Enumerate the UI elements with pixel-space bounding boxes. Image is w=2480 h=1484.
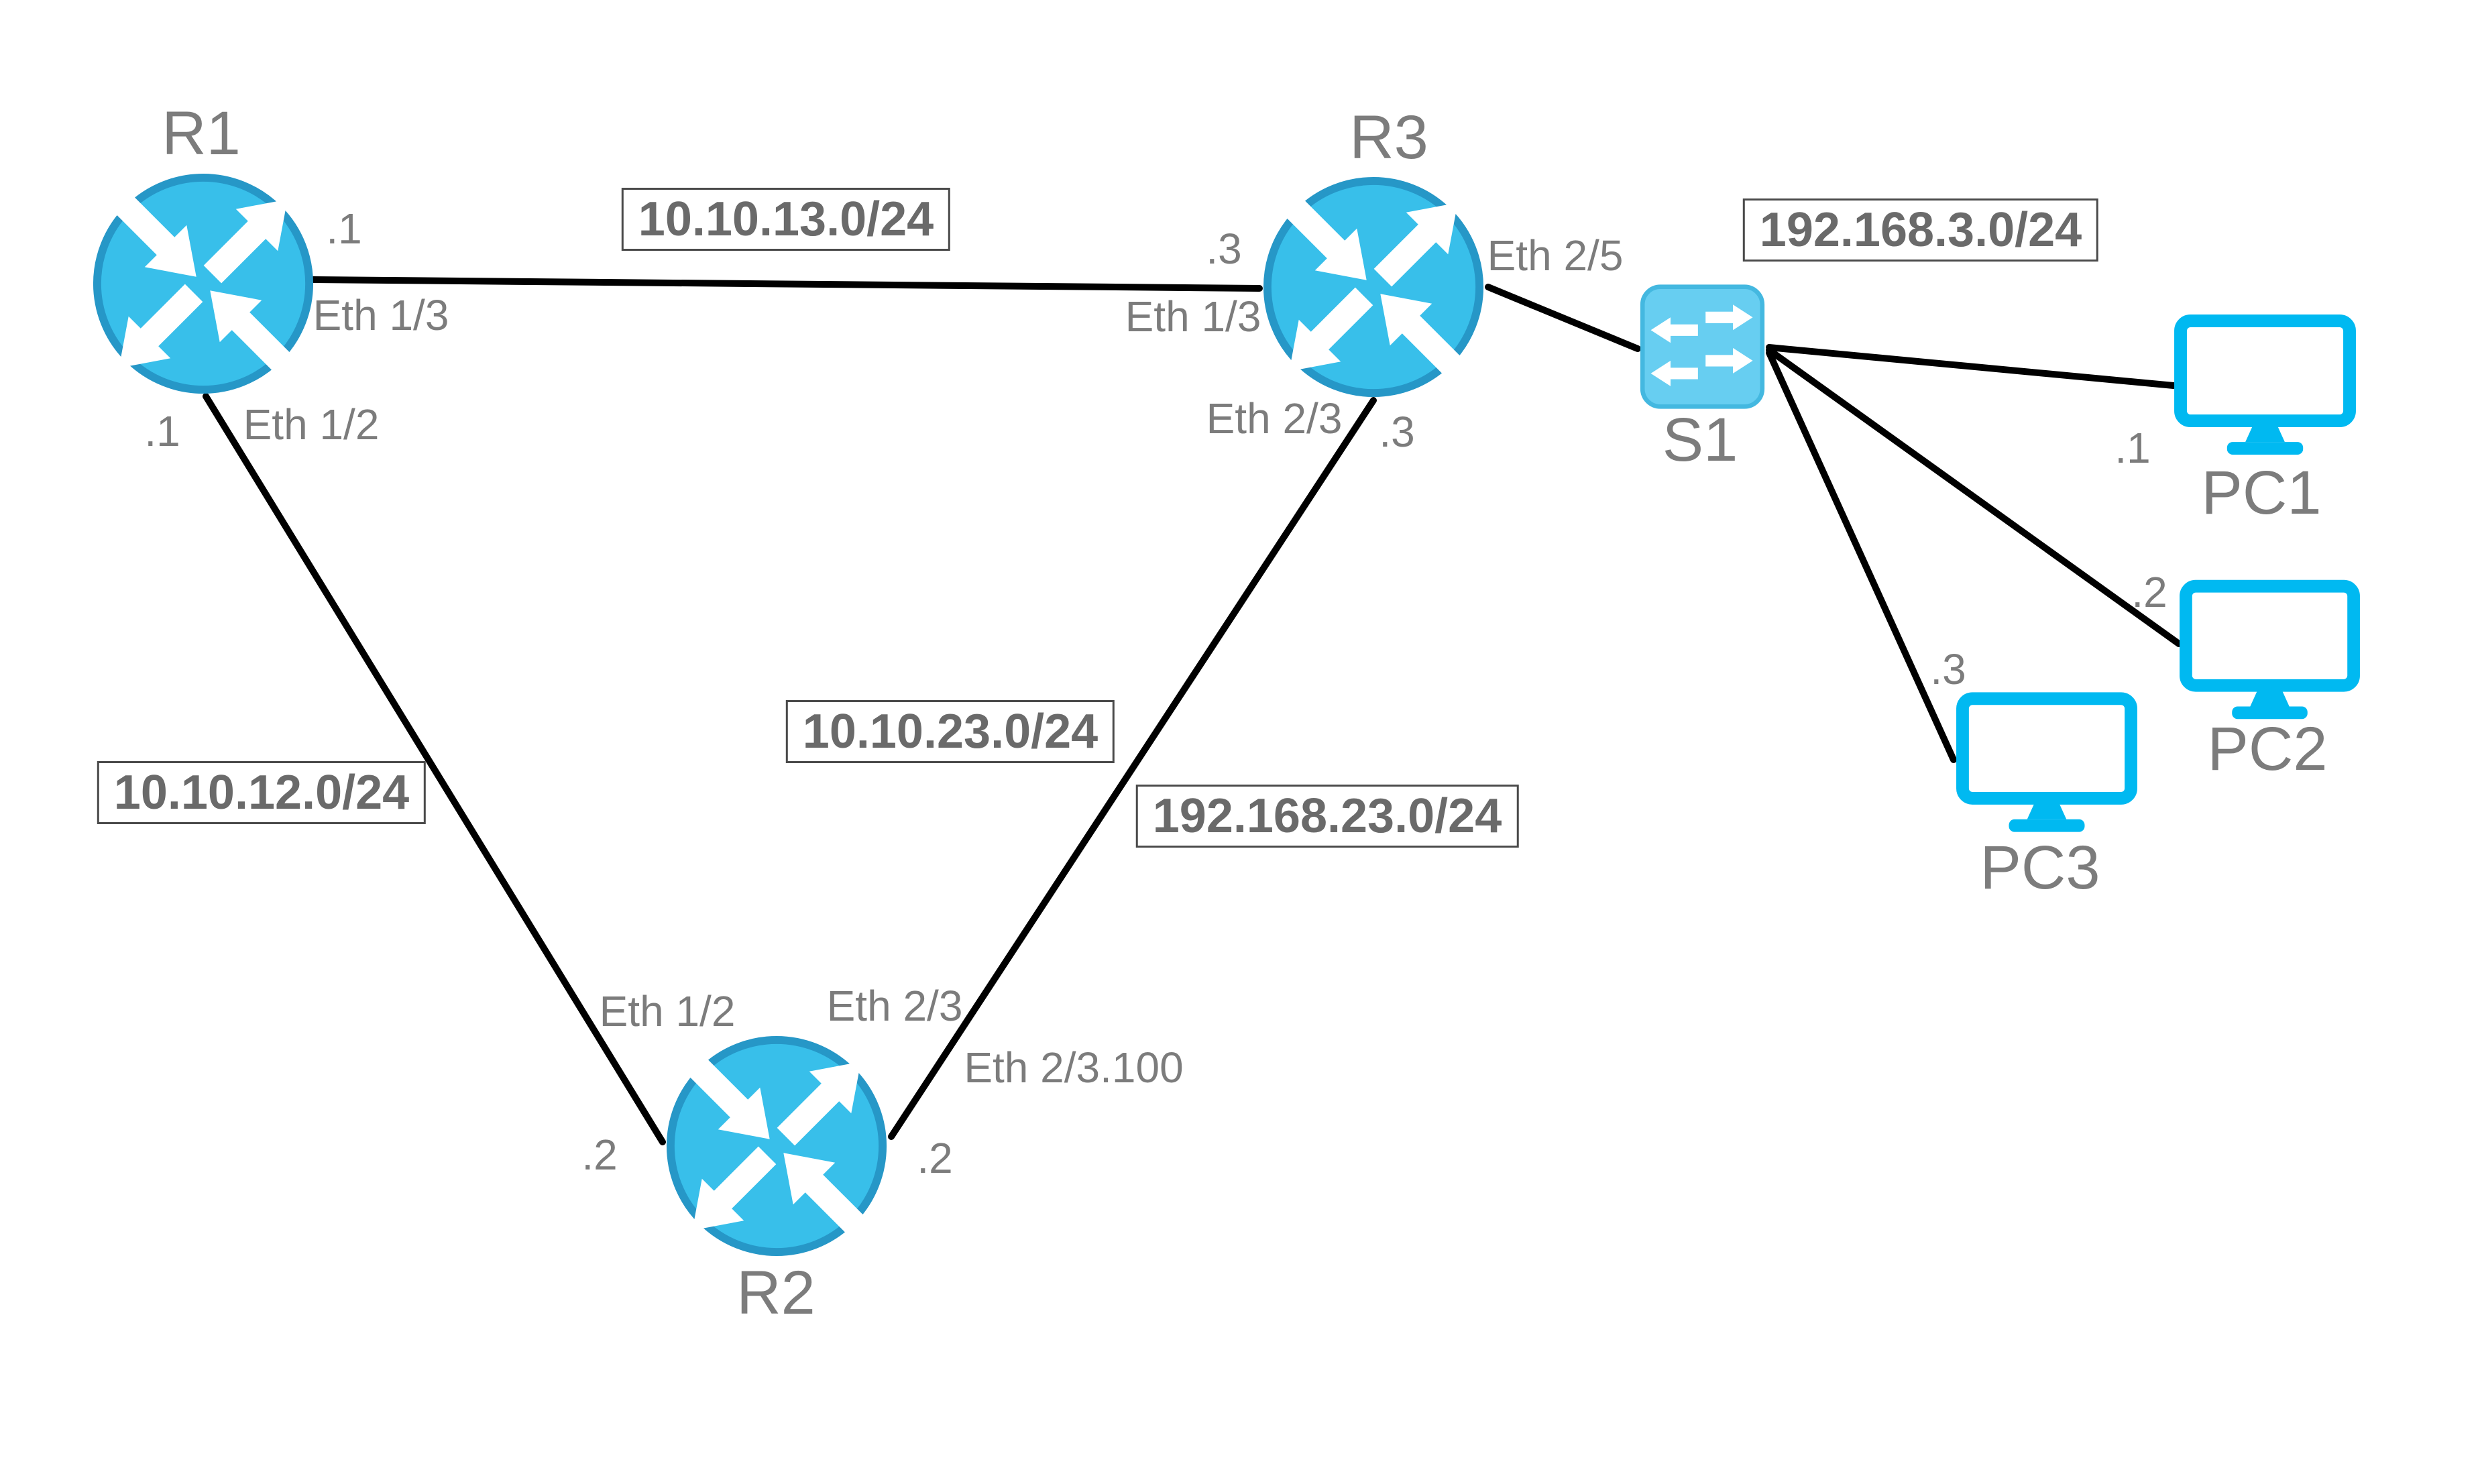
link-s1-pc2[interactable] [1766,347,2182,647]
port-label-r3-eth23: Eth 2/3 [1206,394,1343,443]
router-icon-r1[interactable] [89,170,317,398]
node-label-r2: R2 [736,1259,815,1327]
ip-label-pc2: .2 [2131,568,2167,616]
node-label-s1: S1 [1662,406,1738,474]
pc-icon-pc1[interactable] [2174,314,2357,455]
subnet-box-10-10-13: 10.10.13.0/24 [621,188,951,251]
node-label-pc2: PC2 [2207,715,2328,783]
link-r1-r3[interactable] [310,276,1263,292]
ip-label-r3-eth13: .3 [1206,225,1242,273]
switch-icon-s1[interactable] [1638,283,1767,410]
link-s1-pc3[interactable] [1766,349,1957,763]
router-icon-r3[interactable] [1259,173,1487,401]
ip-label-r1-eth12: .1 [144,407,180,455]
port-label-r3-eth25: Eth 2/5 [1487,231,1624,280]
node-label-r3: R3 [1349,103,1428,172]
link-r1-r2[interactable] [203,393,666,1145]
port-label-r3-eth13: Eth 1/3 [1125,292,1261,341]
ip-label-r2-eth12: .2 [581,1131,618,1179]
node-label-pc1: PC1 [2201,459,2322,527]
subnet-box-192-168-3: 192.168.3.0/24 [1742,198,2099,262]
port-label-r2-eth23: Eth 2/3 [826,982,963,1030]
pc-icon-pc3[interactable] [1956,688,2138,836]
port-label-r2-eth23-100: Eth 2/3.100 [964,1043,1184,1092]
ip-label-r2-eth23: .2 [917,1134,953,1182]
subnet-box-192-168-23: 192.168.23.0/24 [1135,785,1519,848]
subnet-box-10-10-23: 10.10.23.0/24 [785,700,1115,763]
port-label-r1-eth13: Eth 1/3 [313,291,449,339]
pc-icon-pc2[interactable] [2179,579,2361,720]
port-label-r1-eth12: Eth 1/2 [243,400,380,449]
link-r2-r3[interactable] [888,397,1377,1140]
node-label-r1: R1 [162,99,241,168]
ip-label-pc3: .3 [1930,645,1966,693]
ip-label-pc1: .1 [2115,424,2151,472]
link-r3-s1[interactable] [1485,284,1641,352]
ip-label-r3-eth23: .3 [1379,408,1415,456]
subnet-box-10-10-12: 10.10.12.0/24 [97,761,427,824]
router-icon-r2[interactable] [663,1032,891,1260]
link-s1-pc1[interactable] [1766,344,2177,389]
node-label-pc3: PC3 [1980,834,2100,902]
ip-label-r1-eth13: .1 [326,205,362,253]
port-label-r2-eth12: Eth 1/2 [599,987,736,1035]
